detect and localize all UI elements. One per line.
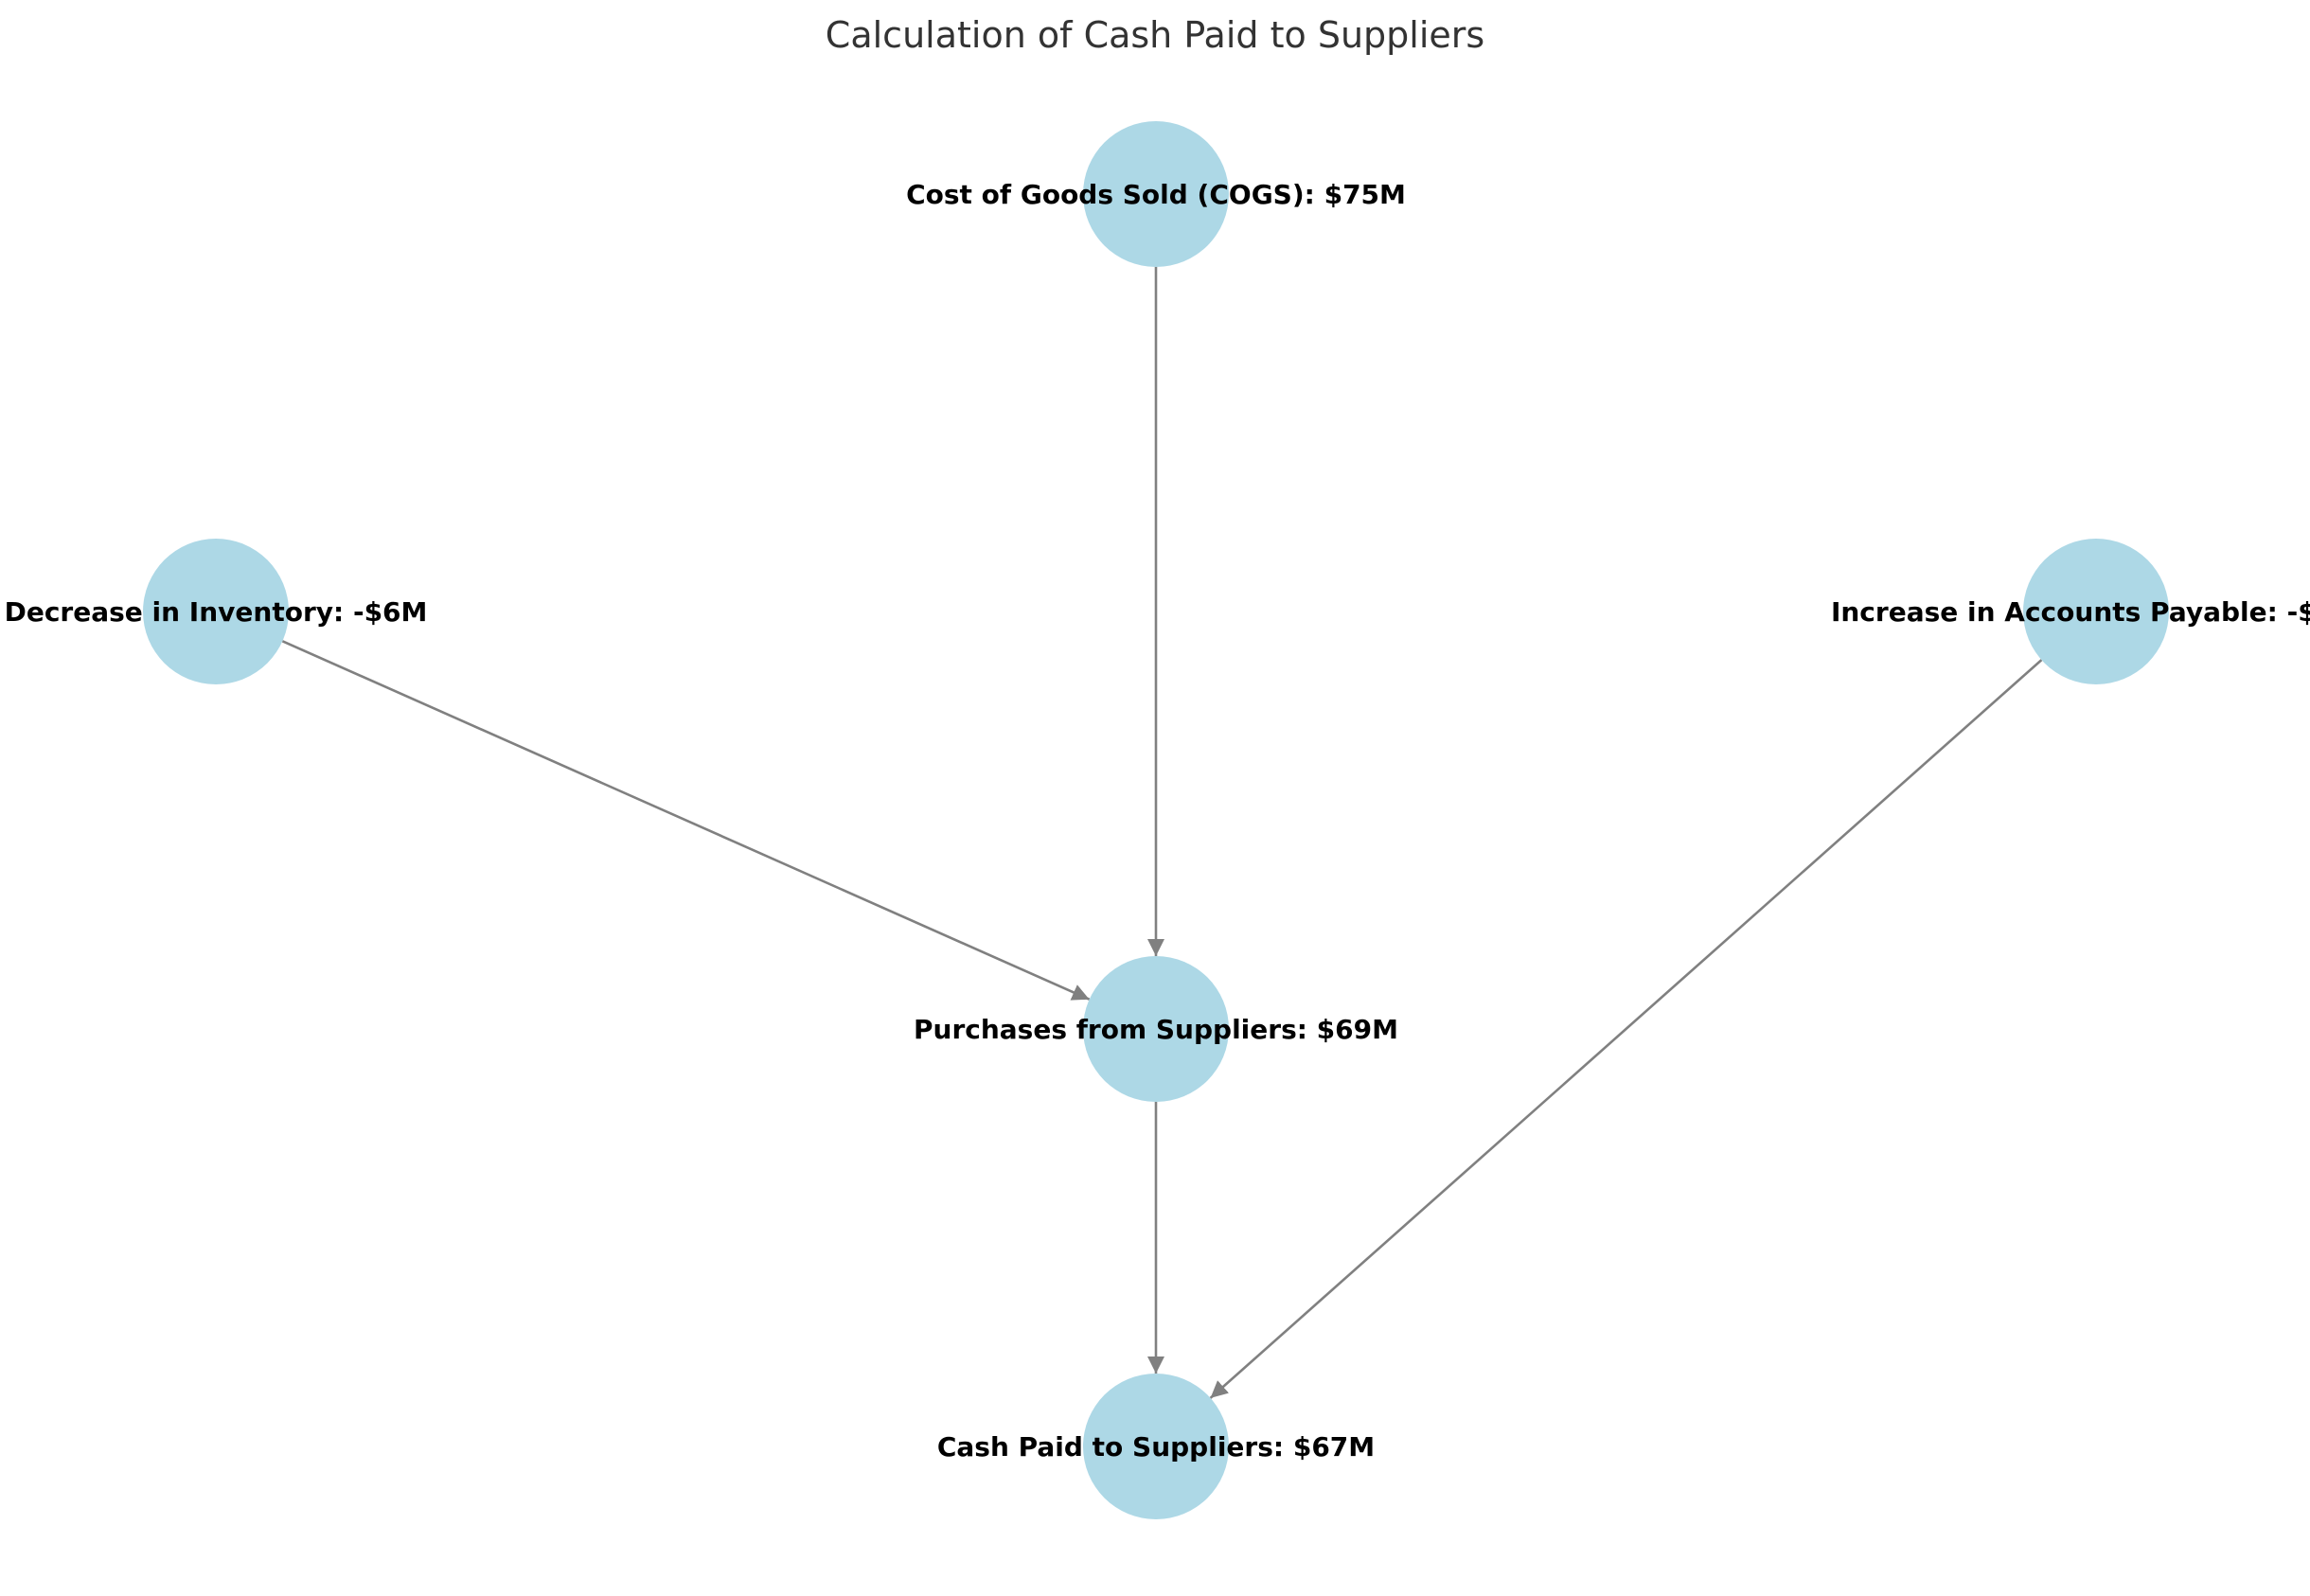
edge-payable-to-cash — [1209, 659, 2043, 1399]
edges-layer — [281, 267, 2043, 1399]
node-cash: Cash Paid to Suppliers: $67M — [937, 1374, 1375, 1519]
node-label-payable: Increase in Accounts Payable: -$2M — [1831, 596, 2310, 628]
node-circle-cash — [1083, 1374, 1229, 1519]
edge-inventory-to-purchases — [281, 640, 1091, 1001]
node-inventory: Decrease in Inventory: -$6M — [5, 539, 428, 684]
node-cogs: Cost of Goods Sold (COGS): $75M — [906, 121, 1406, 267]
node-label-cash: Cash Paid to Suppliers: $67M — [937, 1431, 1375, 1463]
node-label-purchases: Purchases from Suppliers: $69M — [914, 1014, 1398, 1045]
node-label-inventory: Decrease in Inventory: -$6M — [5, 596, 428, 628]
node-circle-inventory — [143, 539, 289, 684]
diagram-title: Calculation of Cash Paid to Suppliers — [826, 14, 1484, 56]
node-label-cogs: Cost of Goods Sold (COGS): $75M — [906, 179, 1406, 210]
node-circle-purchases — [1083, 956, 1229, 1102]
node-payable: Increase in Accounts Payable: -$2M — [1831, 539, 2310, 684]
node-purchases: Purchases from Suppliers: $69M — [914, 956, 1398, 1102]
nodes-layer: Cost of Goods Sold (COGS): $75M Decrease … — [5, 121, 2310, 1519]
node-circle-cogs — [1083, 121, 1229, 267]
node-circle-payable — [2023, 539, 2169, 684]
